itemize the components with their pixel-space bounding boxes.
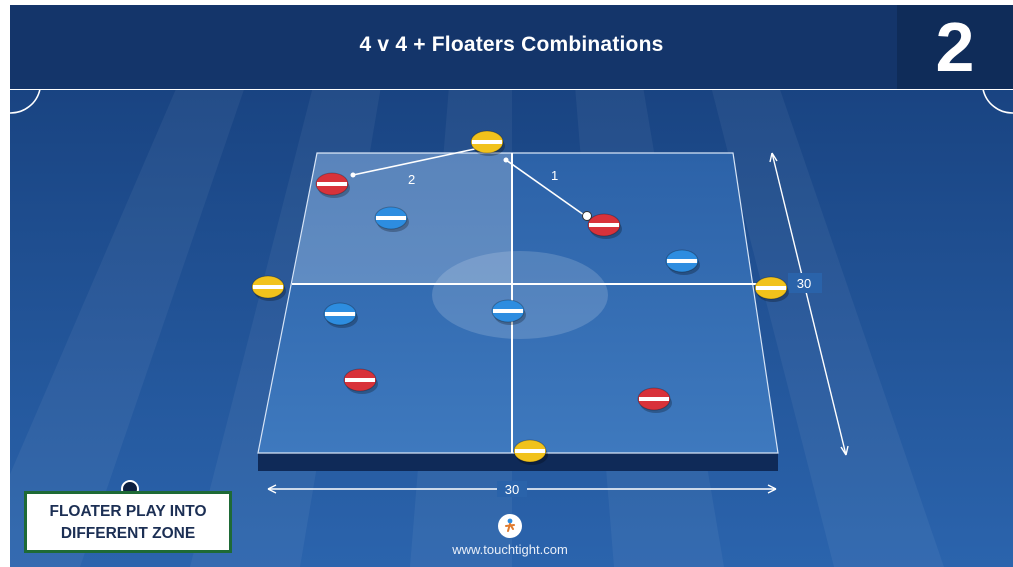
length-dimension-label: 30 bbox=[505, 482, 519, 497]
pass-label: 1 bbox=[551, 168, 558, 183]
pass-start-dot bbox=[504, 158, 509, 163]
width-dimension-label: 30 bbox=[797, 276, 811, 291]
pass-label: 2 bbox=[408, 172, 415, 187]
page-title: 4 v 4 + Floaters Combinations bbox=[10, 33, 1013, 57]
touchtight-logo-icon bbox=[498, 514, 522, 538]
callout-box: FLOATER PLAY INTO DIFFERENT ZONE bbox=[24, 491, 232, 553]
pass-end-dot bbox=[351, 173, 356, 178]
training-field: 2 1 30 30 bbox=[10, 5, 1013, 567]
center-logo-watermark bbox=[432, 251, 608, 339]
website-url: www.touchtight.com bbox=[420, 542, 600, 557]
slide-number-box: 2 bbox=[897, 5, 1013, 89]
header-bar: 4 v 4 + Floaters Combinations 2 bbox=[10, 5, 1013, 89]
slide-number: 2 bbox=[897, 7, 1013, 87]
diagram-stage: 2 1 30 30 4 v 4 + Floaters Combinations … bbox=[10, 5, 1013, 567]
